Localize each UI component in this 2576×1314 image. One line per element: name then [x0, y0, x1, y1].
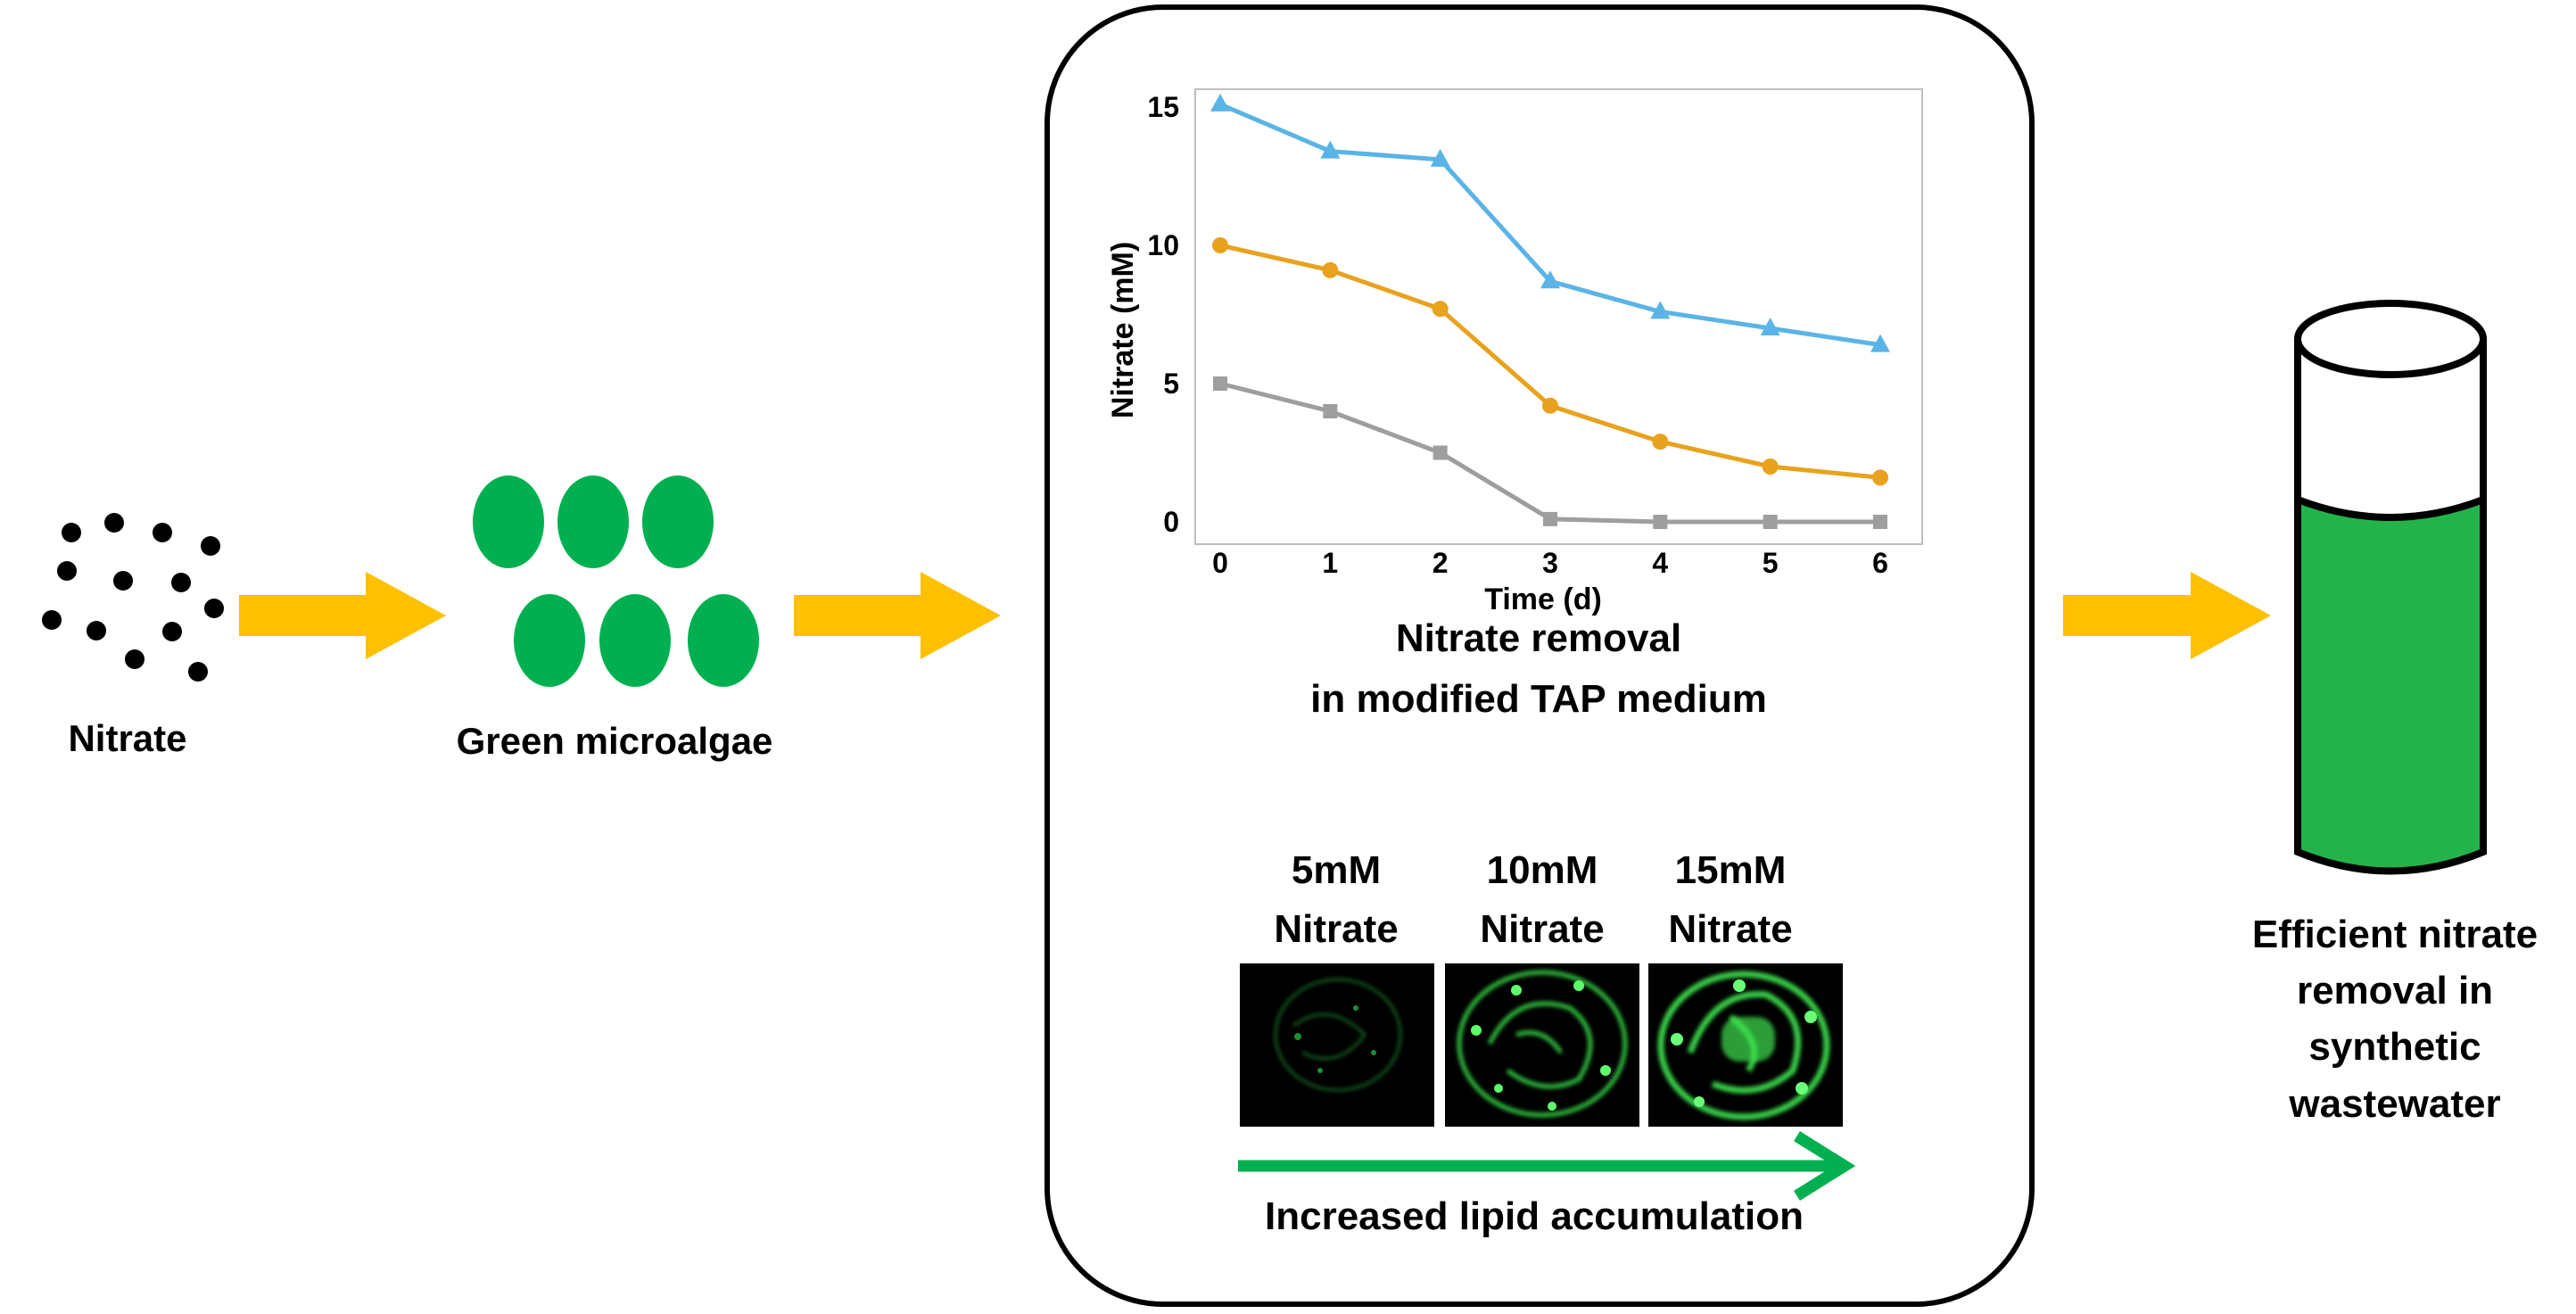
data-point-triangle	[1320, 140, 1341, 159]
result-label-line4: wastewater	[2288, 1082, 2500, 1126]
micrograph-5mM	[1240, 963, 1434, 1127]
data-point-triangle	[1430, 148, 1450, 167]
micrograph-label-5mM-line2: Nitrate	[1274, 907, 1398, 951]
data-point-square	[1213, 376, 1227, 391]
test-tube-icon	[2294, 300, 2487, 875]
x-tick-label: 0	[1212, 547, 1228, 579]
data-point-circle	[1762, 459, 1779, 475]
micrograph-15mM	[1648, 963, 1843, 1127]
x-tick-label: 6	[1872, 547, 1888, 579]
micrograph-label-10mM: 10mM	[1487, 848, 1598, 892]
data-point-circle	[1322, 261, 1339, 278]
result-label-line1: Efficient nitrate	[2252, 913, 2538, 956]
microalgae-cells-icon	[473, 475, 759, 687]
chart-caption-line2: in modified TAP medium	[1310, 677, 1767, 721]
y-tick-label: 15	[1147, 91, 1179, 123]
data-point-square	[1763, 515, 1778, 529]
lipid-caption: Increased lipid accumulation	[1265, 1194, 1804, 1238]
x-axis-title: Time (d)	[1484, 583, 1602, 616]
data-point-square	[1543, 511, 1557, 526]
data-point-triangle	[1540, 270, 1560, 289]
micrograph-label-5mM: 5mM	[1292, 848, 1381, 892]
arrow-right-icon	[794, 572, 1001, 659]
data-point-triangle	[1760, 318, 1780, 335]
y-tick-label: 5	[1163, 368, 1179, 400]
result-label-line3: synthetic	[2308, 1025, 2481, 1069]
data-point-triangle	[1870, 334, 1890, 352]
micrograph-10mM	[1445, 963, 1639, 1127]
data-point-square	[1323, 404, 1338, 418]
data-point-circle	[1652, 434, 1669, 450]
data-point-circle	[1872, 469, 1888, 486]
y-tick-label: 0	[1163, 506, 1179, 538]
x-tick-label: 4	[1652, 547, 1668, 579]
data-point-square	[1653, 515, 1668, 529]
x-tick-label: 2	[1432, 547, 1449, 579]
data-point-triangle	[1210, 93, 1230, 112]
y-axis-title: Nitrate (mM)	[1106, 242, 1140, 418]
x-tick-label: 3	[1542, 547, 1558, 579]
arrow-right-icon	[2063, 572, 2271, 659]
data-point-square	[1432, 445, 1448, 460]
chart-caption-line1: Nitrate removal	[1396, 616, 1681, 660]
micrograph-label-15mM-line2: Nitrate	[1668, 907, 1792, 951]
data-point-circle	[1432, 301, 1449, 318]
data-point-circle	[1542, 397, 1558, 414]
microalgae-label: Green microalgae	[457, 720, 773, 762]
micrograph-label-10mM-line2: Nitrate	[1480, 907, 1604, 951]
nitrate-dots-icon	[42, 513, 224, 682]
result-label-line2: removal in	[2297, 969, 2493, 1012]
nitrate-label: Nitrate	[68, 717, 186, 759]
data-point-square	[1873, 515, 1887, 529]
x-tick-label: 1	[1322, 547, 1338, 579]
plot-area	[1194, 88, 1923, 545]
y-tick-label: 10	[1147, 229, 1179, 261]
nitrate-chart: 0 1 2 3 4 5 6 0 5 10 15 Time (d) Nitrate (mM)	[1106, 88, 1923, 616]
arrow-right-icon	[239, 572, 446, 659]
micrograph-label-15mM: 15mM	[1675, 848, 1787, 892]
x-tick-label: 5	[1763, 547, 1779, 579]
green-arrow-right-icon	[1238, 1131, 1856, 1201]
data-point-circle	[1212, 237, 1228, 253]
data-point-triangle	[1650, 301, 1671, 319]
